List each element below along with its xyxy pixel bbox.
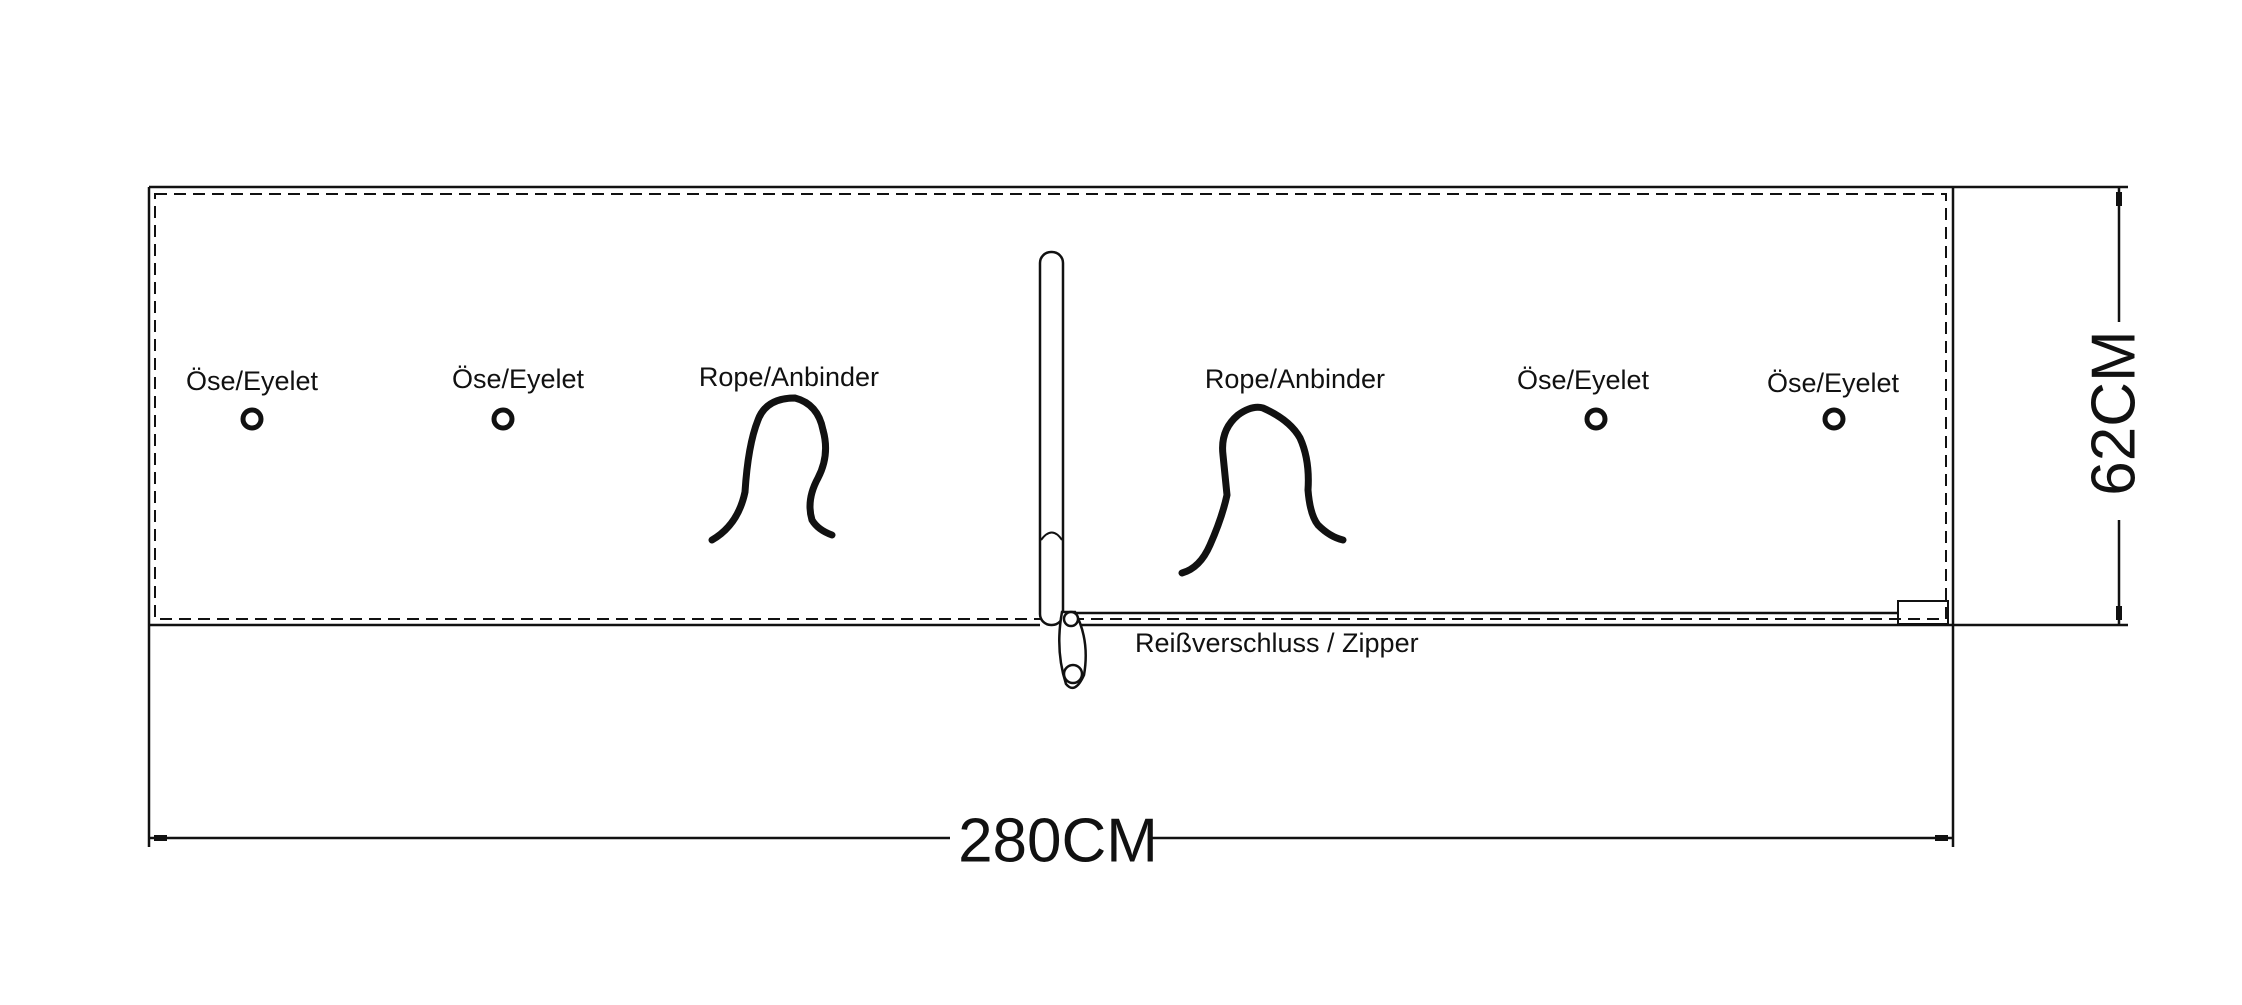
stitch-line (154, 193, 1947, 620)
eyelet-icon (1822, 407, 1846, 431)
zipper-track (1070, 600, 1949, 625)
zipper-label: Reißverschluss / Zipper (1135, 628, 1419, 658)
rope-label: Rope/Anbinder (1205, 364, 1385, 394)
width-dimension-line (147, 625, 1955, 847)
eyelet-icon (240, 407, 264, 431)
panel-outline (147, 185, 1955, 627)
rope-icon (1178, 403, 1347, 577)
eyelet-icon (1584, 407, 1608, 431)
eyelet-label: Öse/Eyelet (186, 366, 319, 396)
eyelet-icon (491, 407, 515, 431)
zipper-pull (1038, 250, 1087, 690)
eyelet-label: Öse/Eyelet (1517, 365, 1650, 395)
height-dimension-line (1953, 185, 2128, 627)
eyelet-label: Öse/Eyelet (1767, 368, 1900, 398)
width-dimension-label: 280CM (958, 806, 1158, 875)
eyelet-label: Öse/Eyelet (452, 364, 585, 394)
rope-icon (708, 394, 836, 544)
height-dimension-label: 62CM (2079, 330, 2148, 495)
rope-label: Rope/Anbinder (699, 362, 879, 392)
